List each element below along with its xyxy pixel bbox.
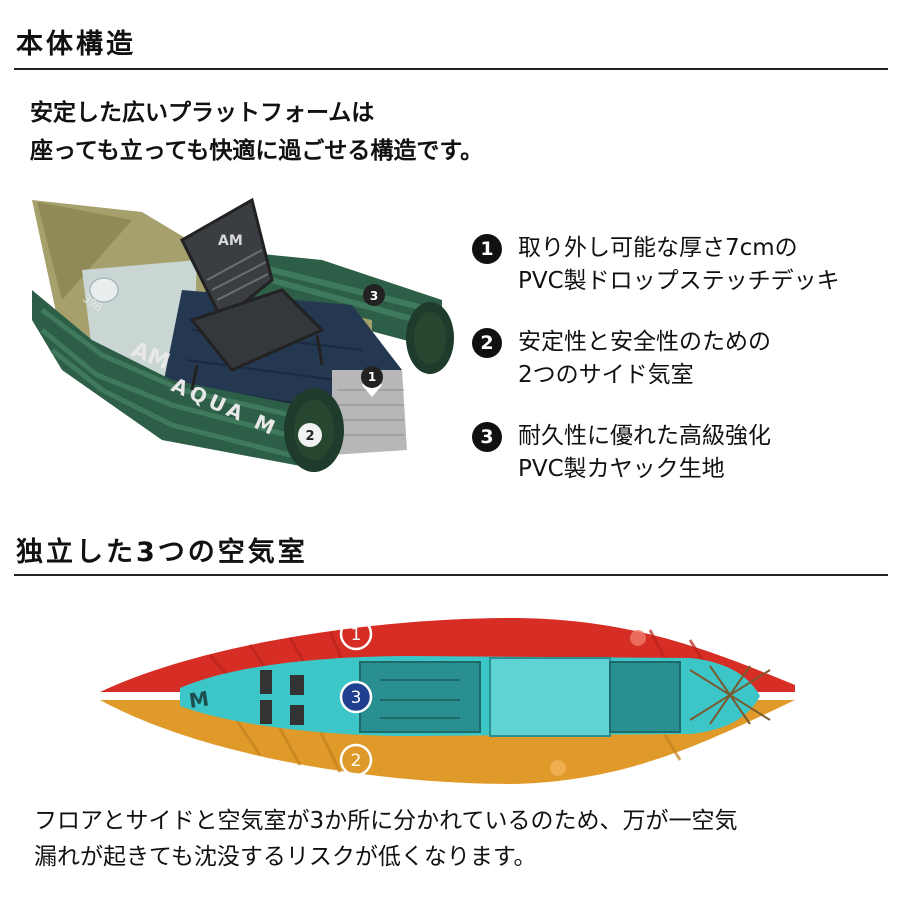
feature-1-line-1: 取り外し可能な厚さ7cmの (518, 235, 798, 261)
photo-marker-1: 1 (361, 366, 383, 397)
feature-2-line-1: 安定性と安全性のための (518, 329, 771, 355)
footer-line-1: フロアとサイドと空気室が3か所に分かれているのため、万が一空気 (34, 808, 738, 834)
svg-text:1: 1 (351, 625, 362, 645)
kayak-seat: AM (180, 197, 325, 391)
footer-line-2: 漏れが起きても沈没するリスクが低くなります。 (34, 844, 537, 870)
feature-item-1: 1 取り外し可能な厚さ7cmの PVC製ドロップステッチデッキ (472, 232, 840, 298)
chamber-marker-3: 3 (339, 680, 373, 714)
svg-text:3: 3 (370, 289, 378, 303)
feature-1-line-2: PVC製ドロップステッチデッキ (518, 268, 840, 294)
intro-text: 安定した広いプラットフォームは 座っても立っても快適に過ごせる構造です。 (30, 94, 483, 170)
svg-text:AM: AM (218, 233, 243, 249)
svg-text:1: 1 (368, 370, 376, 384)
section-divider (14, 68, 888, 70)
chamber-marker-1: 1 (339, 617, 373, 651)
feature-3-line-2: PVC製カヤック生地 (518, 456, 725, 482)
section-title-structure: 本体構造 (16, 29, 136, 60)
feature-number-3: 3 (472, 422, 502, 452)
svg-text:2: 2 (351, 751, 362, 771)
feature-number-1: 1 (472, 234, 502, 264)
feature-3-line-1: 耐久性に優れた高級強化 (518, 423, 771, 449)
chamber-logo-text: M (187, 686, 210, 713)
feature-item-2: 2 安定性と安全性のための 2つのサイド気室 (472, 326, 771, 392)
section-title-chambers: 独立した3つの空気室 (16, 537, 308, 568)
section-divider-2 (14, 574, 888, 576)
photo-marker-3: 3 (363, 284, 385, 306)
intro-line-2: 座っても立っても快適に過ごせる構造です。 (30, 138, 484, 164)
feature-item-3: 3 耐久性に優れた高級強化 PVC製カヤック生地 (472, 420, 771, 486)
air-chamber-diagram: M 1 3 2 (100, 617, 795, 784)
photo-marker-2: 2 (298, 423, 322, 447)
kayak-structure-photo: AM AQUA M 398 AM 1 2 3 (32, 197, 454, 472)
chamber-marker-2: 2 (339, 743, 373, 777)
svg-text:3: 3 (351, 688, 362, 708)
intro-line-1: 安定した広いプラットフォームは (30, 100, 375, 126)
svg-text:2: 2 (305, 429, 314, 444)
feature-number-2: 2 (472, 328, 502, 358)
feature-2-line-2: 2つのサイド気室 (518, 362, 694, 388)
footer-text: フロアとサイドと空気室が3か所に分かれているのため、万が一空気 漏れが起きても沈… (34, 803, 737, 875)
